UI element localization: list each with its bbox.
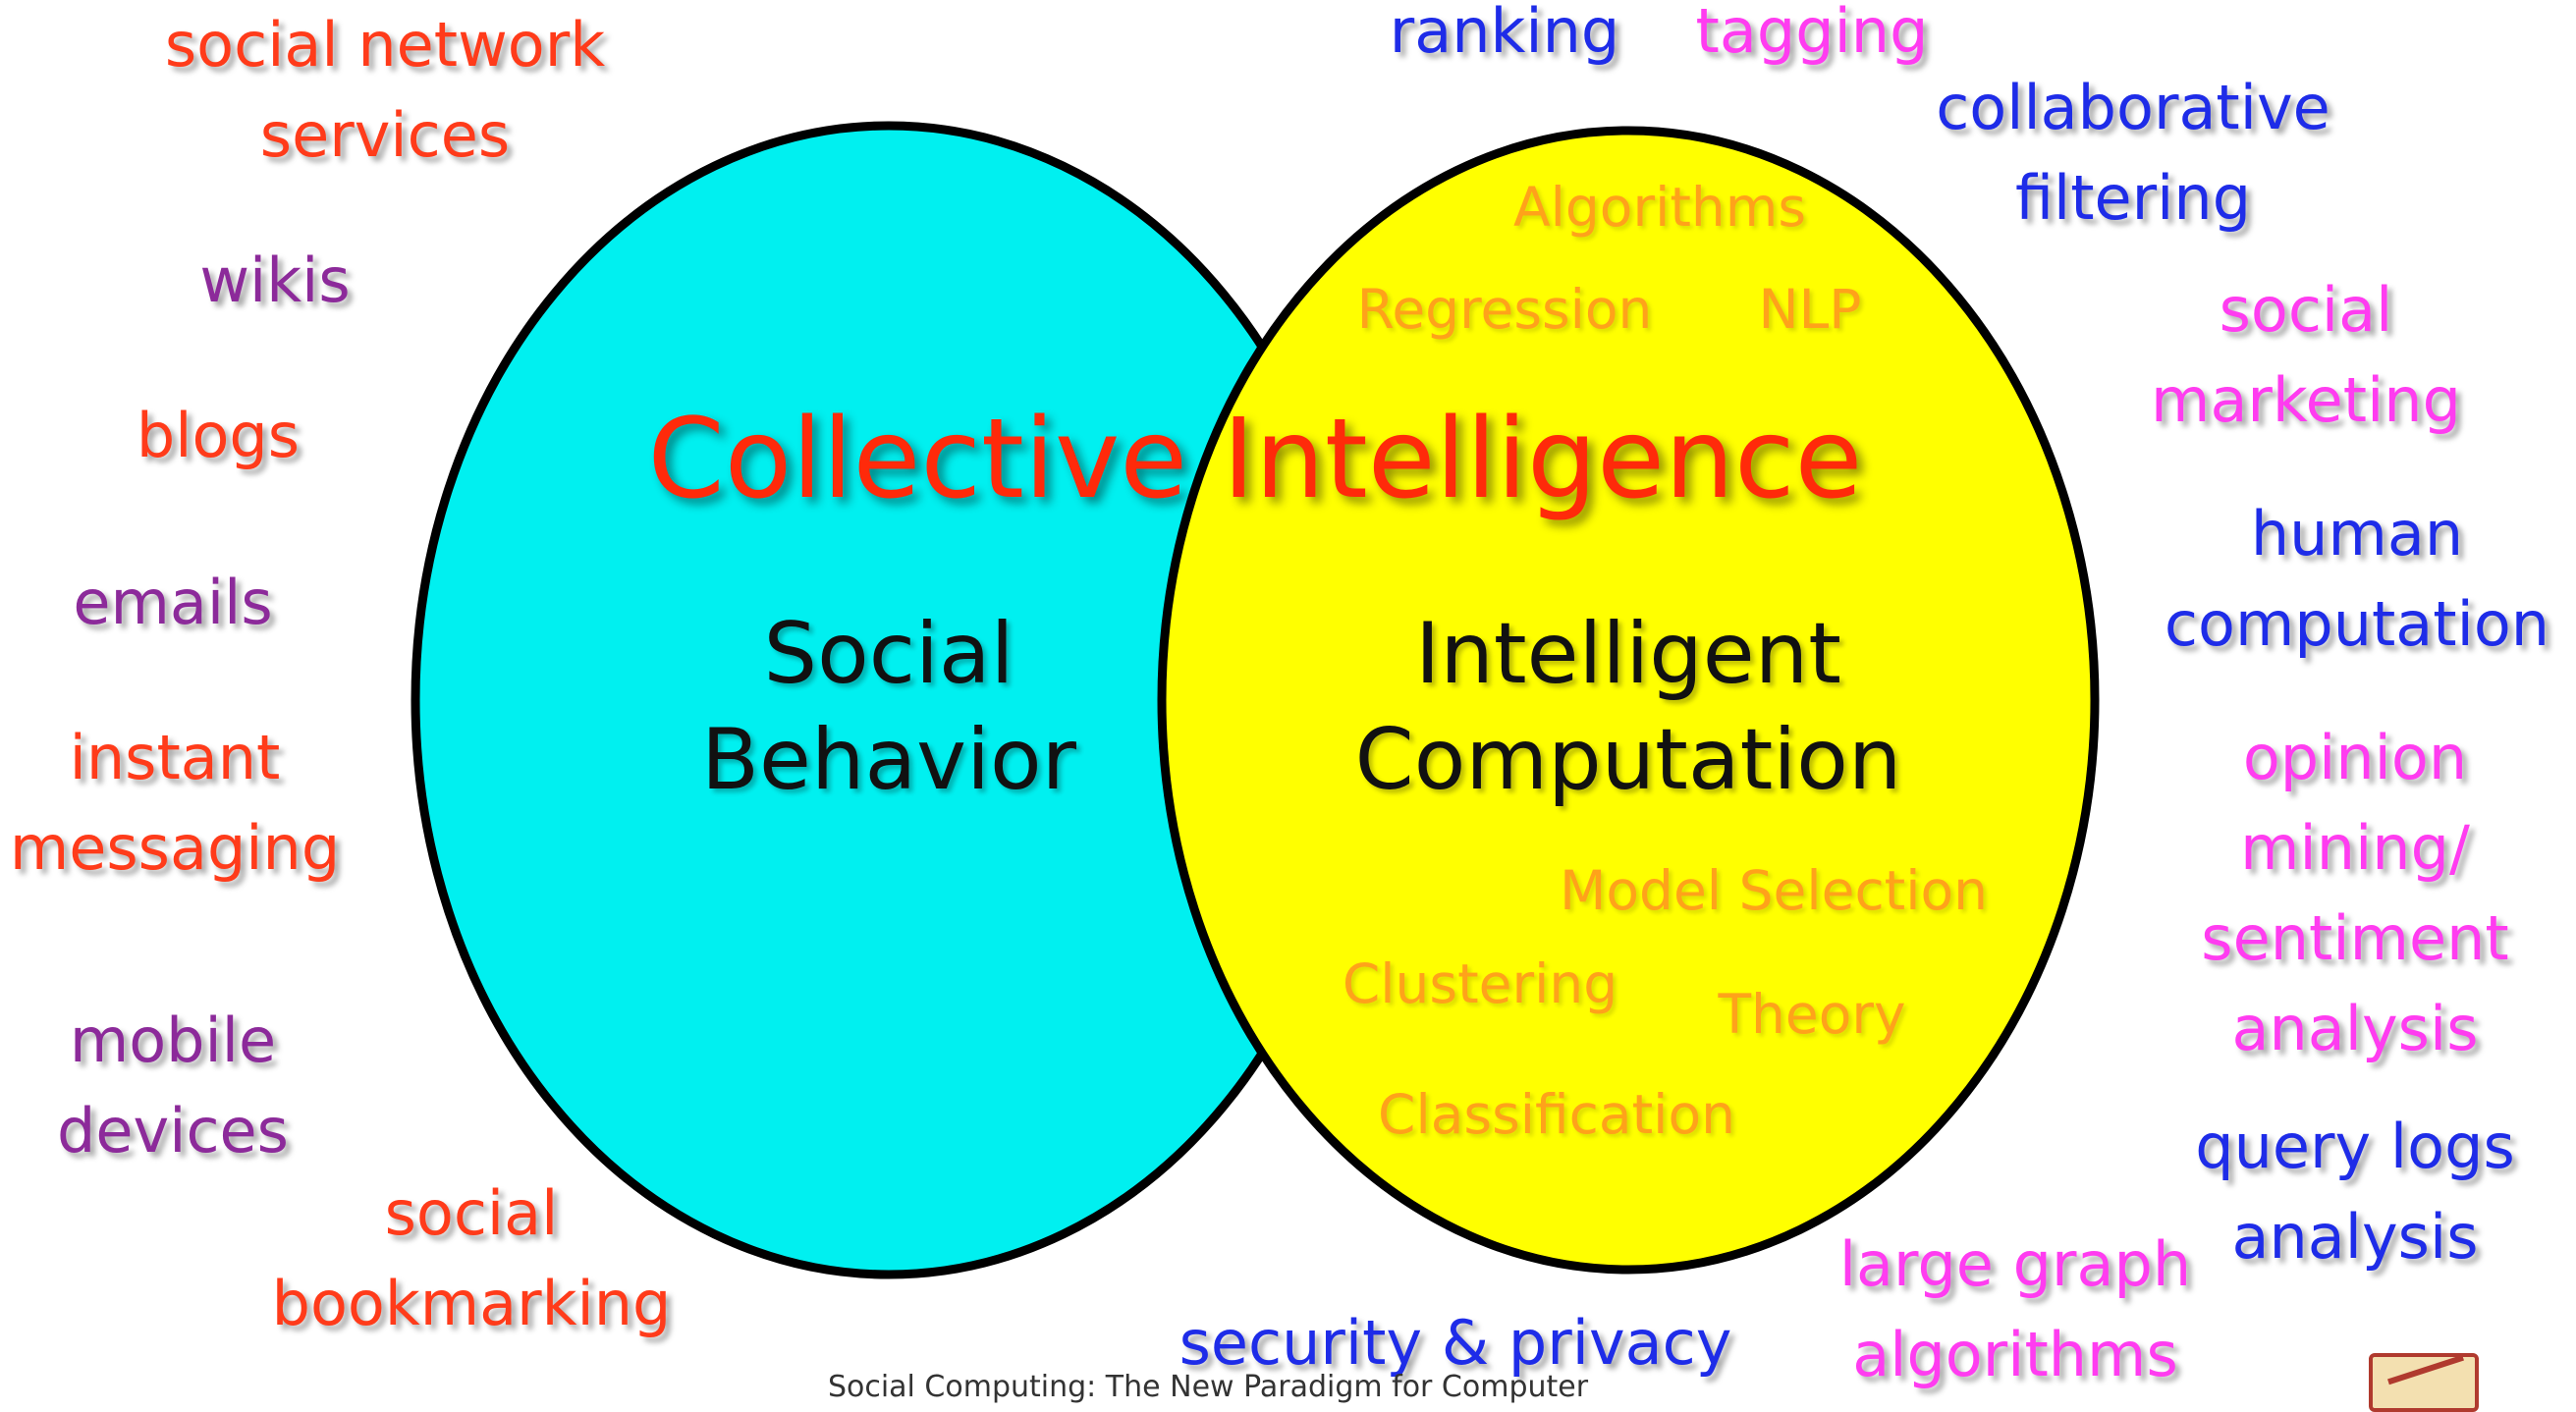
term-social-marketing: social marketing	[2151, 265, 2461, 446]
term-social-network-line1: social network	[164, 9, 606, 81]
term-instant-line2: messaging	[9, 812, 341, 884]
term-graph-line1: large graph	[1838, 1228, 2192, 1300]
slide-footer: Social Computing: The New Paradigm for C…	[827, 1370, 1589, 1404]
term-social-network-services: social network services	[165, 0, 605, 181]
term-nlp: NLP	[1758, 278, 1862, 341]
term-model-selection: Model Selection	[1559, 859, 1989, 922]
term-query-logs-analysis: query logs analysis	[2195, 1102, 2515, 1282]
term-marketing-line2: marketing	[2151, 364, 2461, 436]
left-circle-line2: Behavior	[701, 711, 1076, 809]
term-human-line2: computation	[2164, 588, 2550, 660]
term-wikis: wikis	[199, 244, 351, 316]
term-classification: Classification	[1378, 1083, 1735, 1146]
term-opinion-line2: mining/	[2240, 812, 2470, 884]
term-regression: Regression	[1356, 278, 1653, 341]
intelligent-computation-circle	[1157, 126, 2100, 1275]
term-social-bookmarking: social bookmarking	[272, 1168, 672, 1349]
term-collaborative-filtering: collaborative filtering	[1936, 63, 2330, 244]
term-opinion-mining: opinion mining/ sentiment analysis	[2201, 713, 2508, 1074]
term-blogs: blogs	[136, 400, 301, 471]
term-human-computation: human computation	[2165, 489, 2549, 670]
term-algorithms: Algorithms	[1512, 176, 1807, 239]
term-ranking: ranking	[1389, 0, 1620, 67]
left-circle-line1: Social	[763, 605, 1014, 703]
term-clustering: Clustering	[1342, 952, 1618, 1015]
term-collab-line1: collaborative	[1936, 72, 2330, 143]
diagram-title: Collective Intelligence	[647, 396, 1863, 523]
term-collab-line2: filtering	[2014, 162, 2252, 234]
term-social-network-line2: services	[259, 99, 511, 171]
term-human-line1: human	[2250, 498, 2464, 570]
term-opinion-line3: sentiment	[2201, 902, 2509, 974]
right-circle-label: Intelligent Computation	[1355, 601, 1902, 813]
term-theory: Theory	[1718, 983, 1906, 1046]
right-circle-line1: Intelligent	[1415, 605, 1841, 703]
term-query-line1: query logs	[2195, 1111, 2515, 1182]
term-instant-messaging: instant messaging	[10, 713, 340, 894]
term-bookmarking-line2: bookmarking	[271, 1268, 672, 1339]
term-security-privacy: security & privacy	[1178, 1307, 1732, 1379]
term-mobile-line2: devices	[57, 1095, 289, 1167]
term-graph-line2: algorithms	[1852, 1319, 2178, 1390]
term-marketing-line1: social	[2219, 274, 2393, 346]
right-circle-line2: Computation	[1354, 711, 1902, 809]
term-bookmarking-line1: social	[384, 1177, 559, 1249]
term-mobile-devices: mobile devices	[57, 996, 289, 1176]
term-emails: emails	[73, 567, 273, 638]
left-circle-label: Social Behavior	[701, 601, 1076, 813]
term-query-line2: analysis	[2231, 1201, 2479, 1273]
term-instant-line1: instant	[69, 722, 281, 793]
term-large-graph-algorithms: large graph algorithms	[1839, 1220, 2191, 1400]
term-tagging: tagging	[1695, 0, 1929, 67]
term-mobile-line1: mobile	[69, 1005, 277, 1076]
university-logo	[2369, 1353, 2479, 1412]
term-opinion-line1: opinion	[2242, 722, 2468, 793]
term-opinion-line4: analysis	[2231, 993, 2479, 1064]
